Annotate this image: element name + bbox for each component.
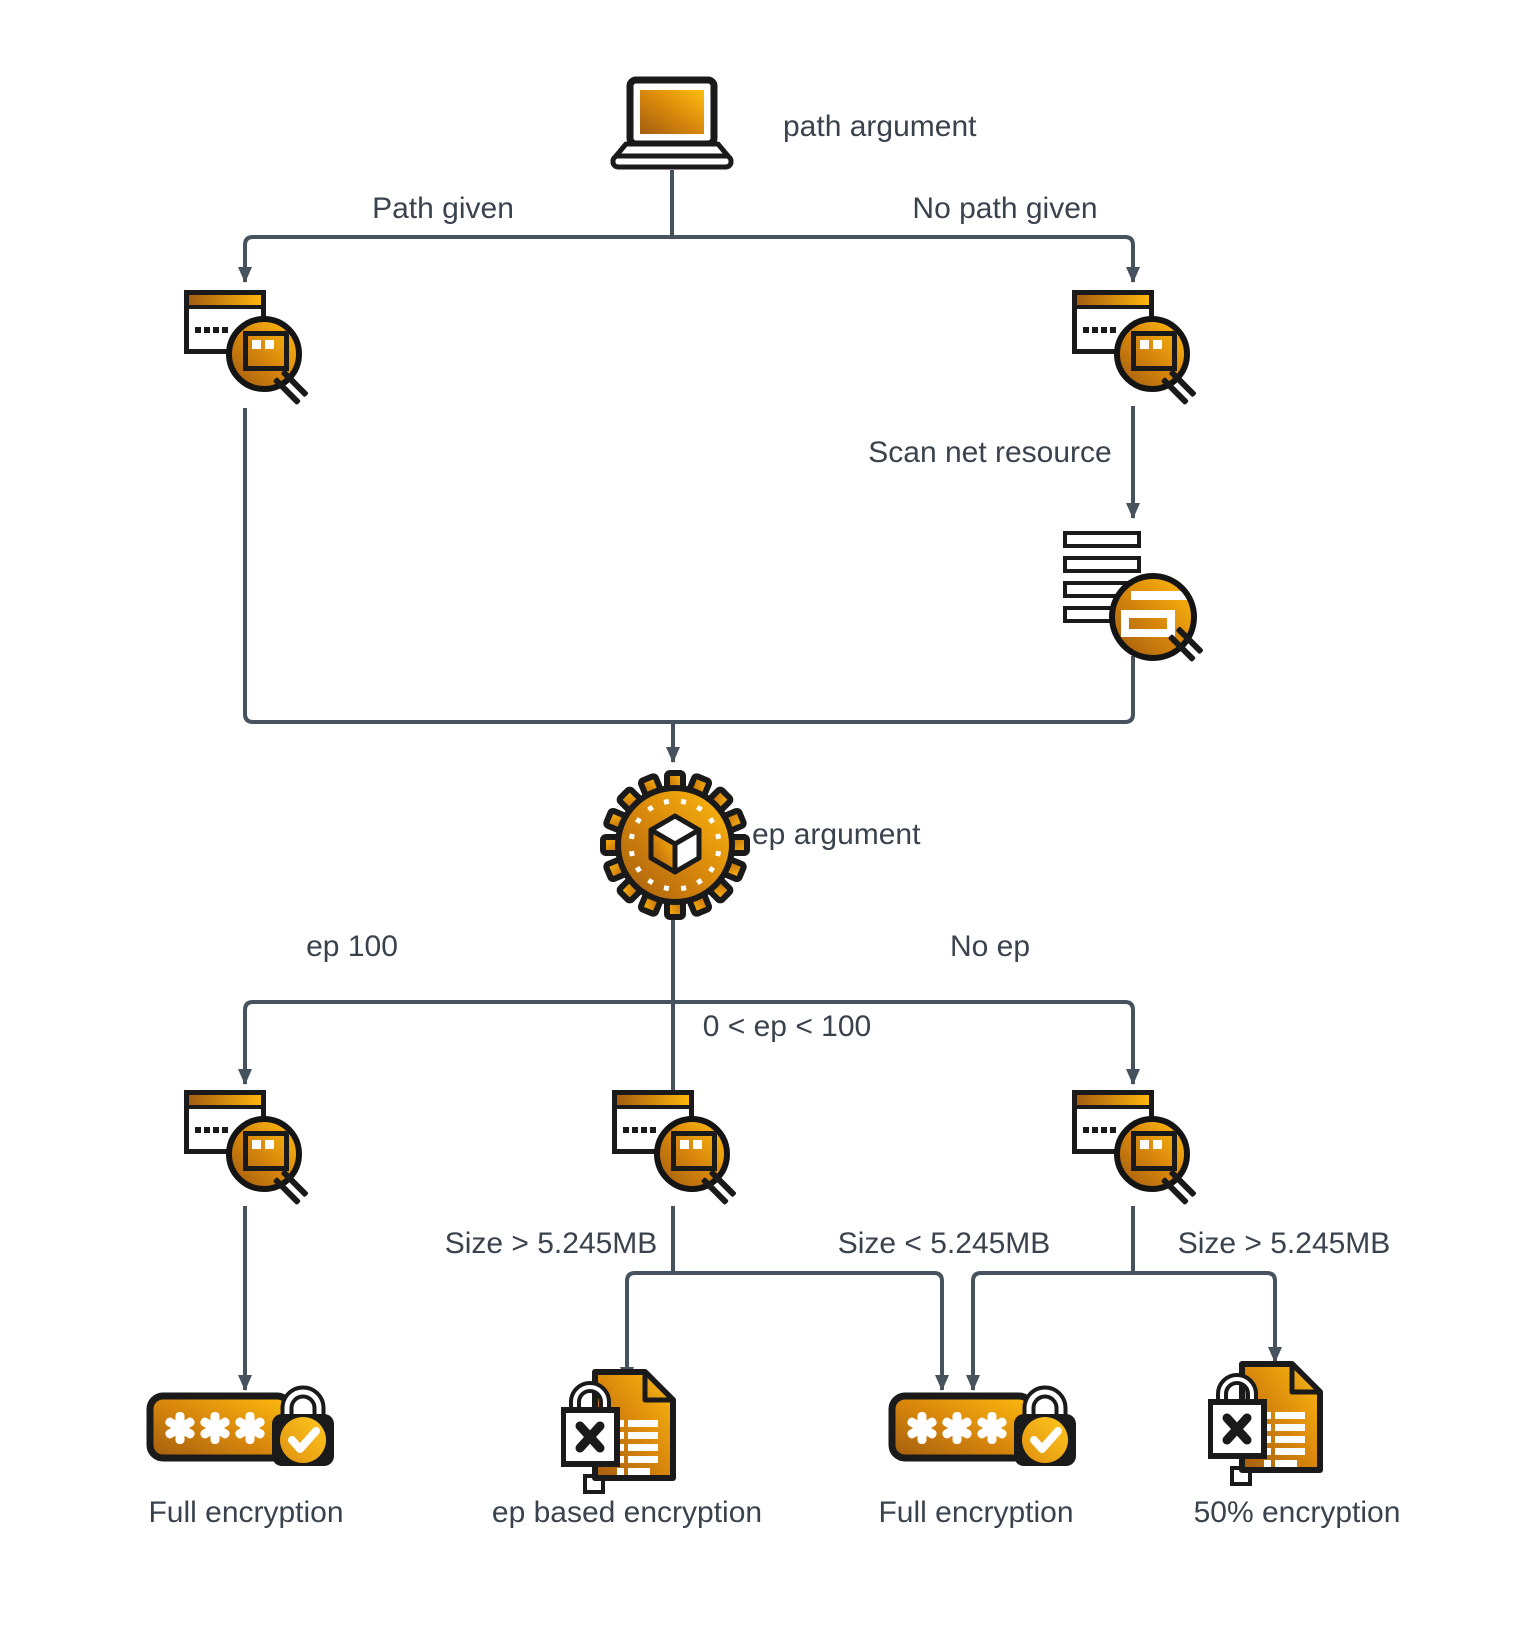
laptop-icon	[610, 76, 734, 170]
search-window-icon-ep-between	[612, 1090, 737, 1212]
list-bar	[1063, 531, 1141, 548]
gear-cube-icon	[600, 770, 750, 920]
magnifier-lens-icon	[1114, 316, 1190, 392]
edge-label-size-gt-right: Size > 5.245MB	[1177, 1227, 1391, 1260]
window-titlebar	[1077, 1095, 1149, 1109]
window-text-dots	[1083, 1127, 1116, 1133]
search-window-icon-ep-100	[184, 1090, 309, 1212]
edge-label-no-ep: No ep	[949, 930, 1031, 963]
list-bar	[1063, 556, 1141, 573]
locked-file-icon-50	[1208, 1361, 1323, 1486]
search-window-icon-no-path	[1072, 290, 1197, 412]
outcome-label-ep-based-encryption: ep based encryption	[491, 1496, 763, 1529]
edge-label-ep-100: ep 100	[306, 930, 398, 963]
password-check-icon-1	[146, 1385, 334, 1466]
edge-label-size-lt-mid: Size < 5.245MB	[837, 1227, 1051, 1260]
window-text-dots	[195, 327, 228, 333]
outcome-label-50-encryption: 50% encryption	[1193, 1496, 1401, 1529]
password-check-icon-2	[888, 1385, 1076, 1466]
window-text-dots	[1083, 327, 1116, 333]
window-text-dots	[623, 1127, 656, 1133]
window-titlebar	[1077, 295, 1149, 309]
edge-label-ep-between: 0 < ep < 100	[702, 1010, 872, 1043]
edge-label-path-given: Path given	[372, 192, 514, 225]
window-titlebar	[189, 295, 261, 309]
magnifier-lens-icon	[226, 1116, 302, 1192]
node-label-ep-argument: ep argument	[752, 818, 921, 851]
outcome-label-full-encryption-1: Full encryption	[148, 1496, 344, 1529]
window-titlebar	[617, 1095, 689, 1109]
window-titlebar	[189, 1095, 261, 1109]
locked-file-icon-ep-based	[561, 1369, 676, 1494]
edge-label-scan-net-resource: Scan net resource	[868, 436, 1112, 469]
list-scan-icon	[1063, 525, 1205, 667]
window-text-dots	[195, 1127, 228, 1133]
search-window-icon-no-ep	[1072, 1090, 1197, 1212]
search-window-icon-path-given	[184, 290, 309, 412]
outcome-label-full-encryption-2: Full encryption	[878, 1496, 1074, 1529]
node-label-path-argument: path argument	[783, 110, 977, 143]
edge-label-no-path-given: No path given	[912, 192, 1098, 225]
edge-label-size-gt-left: Size > 5.245MB	[444, 1227, 658, 1260]
